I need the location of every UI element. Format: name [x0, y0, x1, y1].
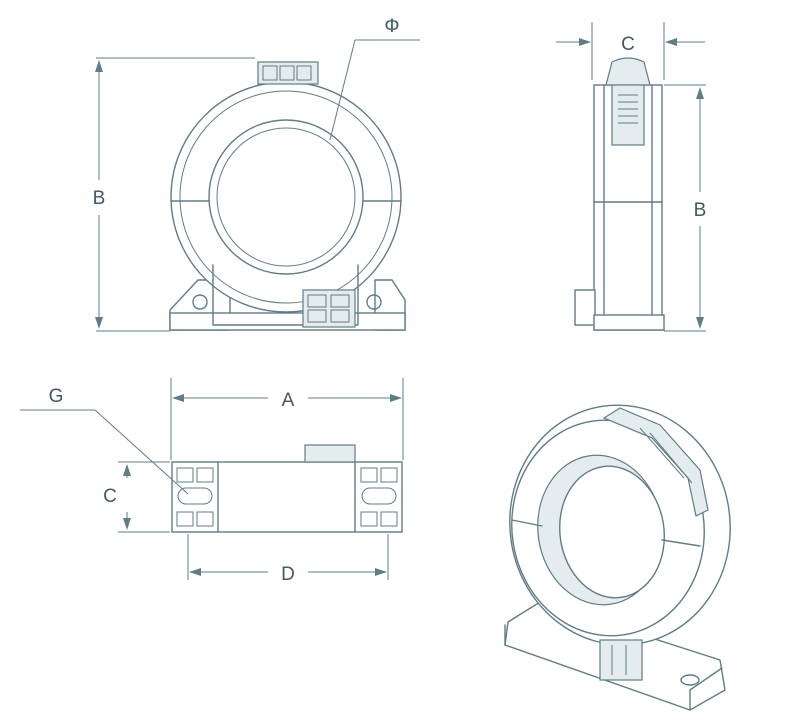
- front-view: [95, 39, 420, 332]
- bottom-spacing-label: D: [281, 564, 295, 585]
- bottom-hole-label: G: [49, 386, 64, 407]
- front-height-label: B: [93, 188, 106, 209]
- bottom-length-label: A: [282, 390, 295, 411]
- side-width-label: C: [621, 34, 635, 55]
- side-height-label: B: [694, 200, 707, 221]
- diameter-label: Φ: [384, 16, 399, 37]
- bottom-width-label: C: [103, 486, 117, 507]
- side-view: [556, 22, 706, 332]
- bottom-view: [20, 378, 404, 580]
- isometric-view: [504, 404, 731, 711]
